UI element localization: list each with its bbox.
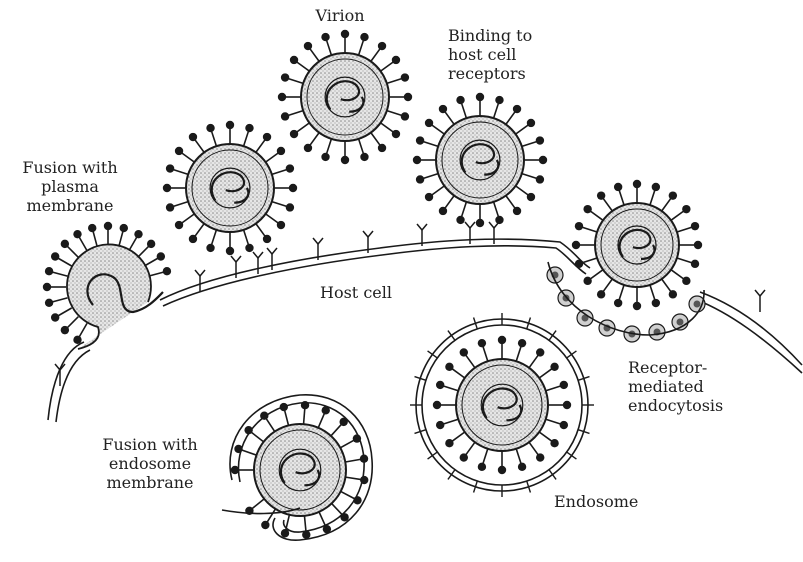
endosome-fusing-virion	[231, 401, 369, 539]
plasma-fusing-virion	[43, 222, 171, 349]
endosome-virion	[433, 336, 571, 474]
fusion-plasma-label: Fusion with plasma membrane	[4, 158, 136, 215]
free-virion	[278, 30, 412, 164]
receptor-mediated-label: Receptor- mediated endocytosis	[628, 358, 758, 415]
binding-virion	[413, 93, 547, 227]
endocytosing-virion	[572, 180, 702, 310]
fusion-endosome-label: Fusion with endosome membrane	[80, 435, 220, 492]
approaching-virion	[163, 121, 297, 255]
endosome-label: Endosome	[554, 492, 664, 511]
virion-label: Virion	[300, 6, 380, 25]
binding-label: Binding to host cell receptors	[448, 26, 558, 83]
host-cell-label: Host cell	[320, 283, 420, 302]
